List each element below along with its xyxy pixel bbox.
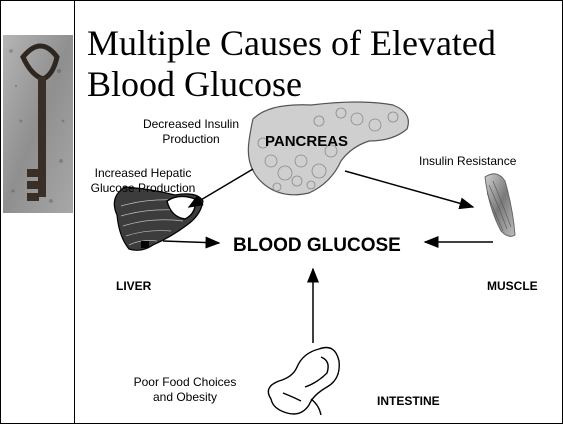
hepatic-line-1: Increased Hepatic	[81, 166, 205, 181]
slide-title: Multiple Causes of Elevated Blood Glucos…	[87, 23, 557, 105]
poor-food-label: Poor Food Choices and Obesity	[111, 375, 259, 405]
intestine-label: INTESTINE	[377, 394, 440, 409]
title-line-1: Multiple Causes of Elevated	[87, 23, 557, 64]
liver-label: LIVER	[116, 279, 151, 294]
poor-food-line-1: Poor Food Choices	[111, 375, 259, 390]
poor-food-line-2: and Obesity	[111, 390, 259, 405]
title-line-2: Blood Glucose	[87, 64, 557, 105]
arrow-liver-to-glucose	[163, 241, 219, 243]
key-image	[3, 35, 73, 213]
hepatic-line-2: Glucose Production	[81, 181, 205, 196]
muscle-label: MUSCLE	[487, 279, 538, 294]
pancreas-label: PANCREAS	[265, 133, 348, 150]
blood-glucose-label: BLOOD GLUCOSE	[233, 235, 401, 257]
decreased-insulin-line-2: Production	[129, 132, 253, 147]
decreased-insulin-label: Decreased Insulin Production	[129, 117, 253, 147]
muscle-image	[485, 174, 515, 237]
decreased-insulin-line-1: Decreased Insulin	[129, 117, 253, 132]
liver-image	[114, 187, 203, 250]
arrow-pancreas-to-muscle	[345, 171, 473, 207]
insulin-resistance-label: Insulin Resistance	[419, 154, 516, 169]
hepatic-label: Increased Hepatic Glucose Production	[81, 166, 205, 196]
intestine-image	[268, 348, 339, 416]
